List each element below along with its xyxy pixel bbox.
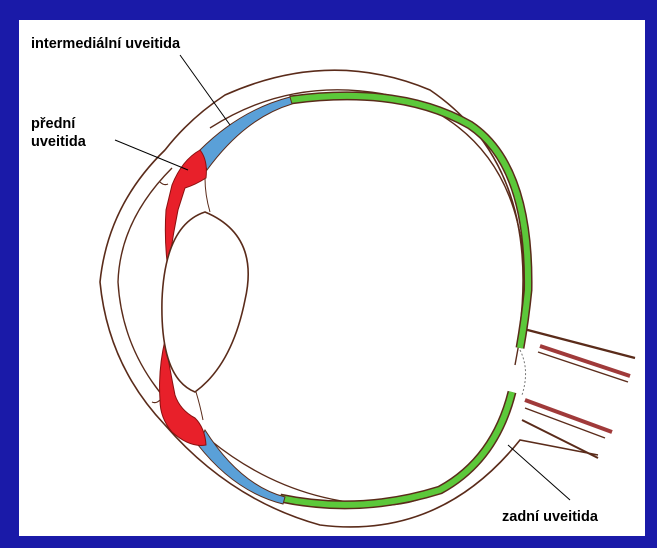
label-anterior-uveitis-line1: přední (31, 115, 75, 133)
intermediate-uvea-lower (198, 430, 285, 504)
label-anterior-uveitis-line2: uveitida (31, 133, 86, 151)
label-posterior-uveitis: zadní uveitida (502, 508, 598, 526)
optic-nerve-upper (520, 328, 635, 358)
lens (162, 212, 248, 392)
leader-line-posterior (508, 445, 570, 500)
leader-line-anterior (115, 140, 188, 170)
label-intermediate-uveitis: intermediální uveitida (31, 35, 180, 53)
posterior-uvea-choroid (290, 96, 528, 348)
leader-line-intermediate (180, 55, 230, 125)
